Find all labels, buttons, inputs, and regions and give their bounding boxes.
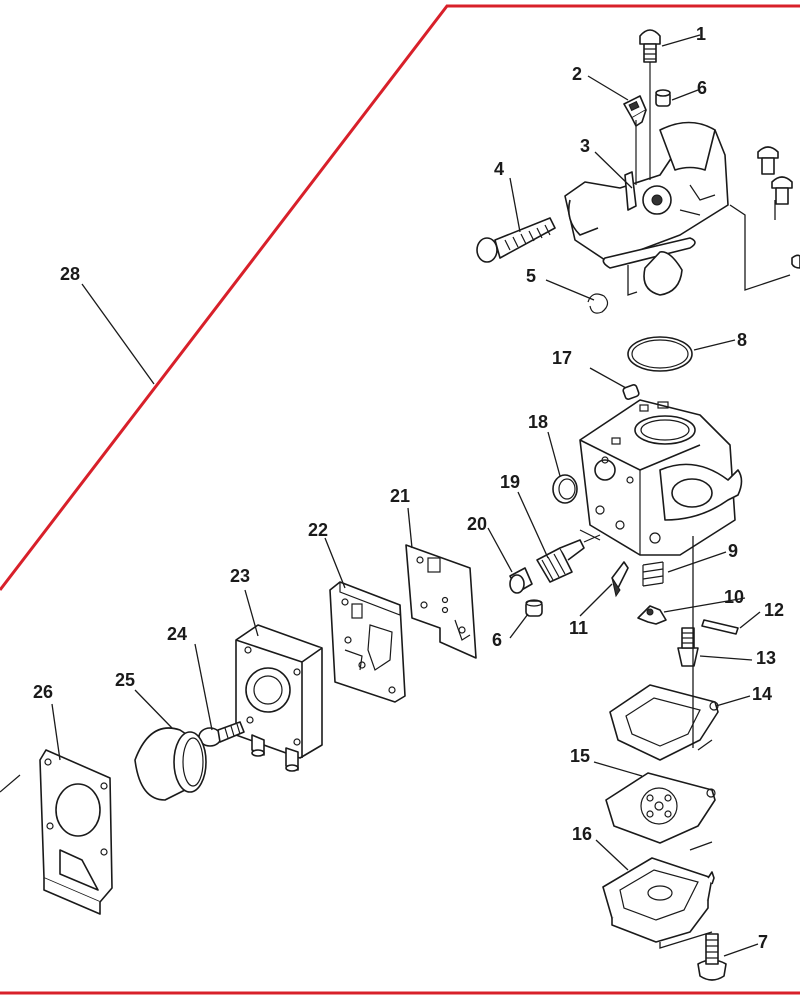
callout-24: 24	[167, 624, 187, 644]
part-11-inlet-needle	[611, 561, 629, 598]
part-21-pump-gasket	[405, 544, 477, 659]
callout-16: 16	[572, 824, 592, 844]
assembly-boundary-line	[0, 4, 800, 591]
callout-25: 25	[115, 670, 135, 690]
part-16-diaphragm-cover	[602, 857, 715, 943]
part-22-pump-plate	[329, 581, 406, 703]
carburetor-body	[579, 399, 743, 556]
callout-28: 28	[60, 264, 80, 284]
lower-bracket-lines	[659, 536, 713, 949]
callout-23: 23	[230, 566, 250, 586]
callout-8: 8	[737, 330, 747, 350]
callout-19: 19	[500, 472, 520, 492]
part-14-gasket	[609, 684, 719, 761]
part-1-screw	[639, 29, 661, 63]
throttle-body-housing	[564, 62, 729, 296]
callout-11: 11	[569, 618, 588, 638]
part-6-bushing-lower	[525, 599, 543, 617]
callout-20: 20	[467, 514, 487, 534]
callout-4: 4	[494, 159, 504, 179]
callout-2: 2	[572, 64, 582, 84]
part-18-seal	[552, 474, 578, 504]
callout-7: 7	[758, 932, 768, 952]
callout-10: 10	[724, 587, 744, 607]
callout-1: 1	[696, 24, 706, 44]
callout-6-top: 6	[697, 78, 707, 98]
callout-12: 12	[764, 600, 784, 620]
callout-17: 17	[552, 348, 572, 368]
part-10-metering-lever	[637, 605, 667, 625]
part-20-spring-cap	[509, 567, 533, 594]
callout-22: 22	[308, 520, 328, 540]
callout-labels: 1 2 3 4 5 6 6 7 8 9 10 11 12 13 14 15 16…	[33, 24, 784, 952]
part-8-o-ring	[627, 336, 693, 372]
part-15-metering-diaphragm	[605, 772, 716, 844]
part-6-bushing-top	[655, 89, 671, 107]
part-24-screw	[198, 721, 245, 747]
part-12-lever-pin	[701, 619, 739, 635]
callout-5: 5	[526, 266, 536, 286]
part-25-primer-bulb	[134, 727, 207, 801]
callout-9: 9	[728, 541, 738, 561]
callout-6-lower: 6	[492, 630, 502, 650]
part-9-spring	[642, 561, 664, 587]
callout-21: 21	[390, 486, 410, 506]
part-4-long-screw	[476, 217, 556, 263]
part-2-adjust-screw	[623, 95, 647, 127]
part-13-screw	[677, 627, 699, 667]
callout-14: 14	[752, 684, 772, 704]
part-23-pump-housing	[235, 624, 323, 772]
side-screws	[757, 146, 800, 269]
part-7-screw	[697, 933, 727, 981]
top-bracket-lines	[627, 200, 791, 296]
part-17-plug	[622, 384, 640, 400]
callout-15: 15	[570, 746, 590, 766]
callout-26: 26	[33, 682, 53, 702]
callout-3: 3	[580, 136, 590, 156]
part-19-needle	[536, 534, 601, 583]
part-5-clip	[587, 293, 609, 314]
callout-18: 18	[528, 412, 548, 432]
leader-lines	[51, 34, 761, 957]
callout-13: 13	[756, 648, 776, 668]
part-26-bulb-retainer	[0, 749, 113, 915]
